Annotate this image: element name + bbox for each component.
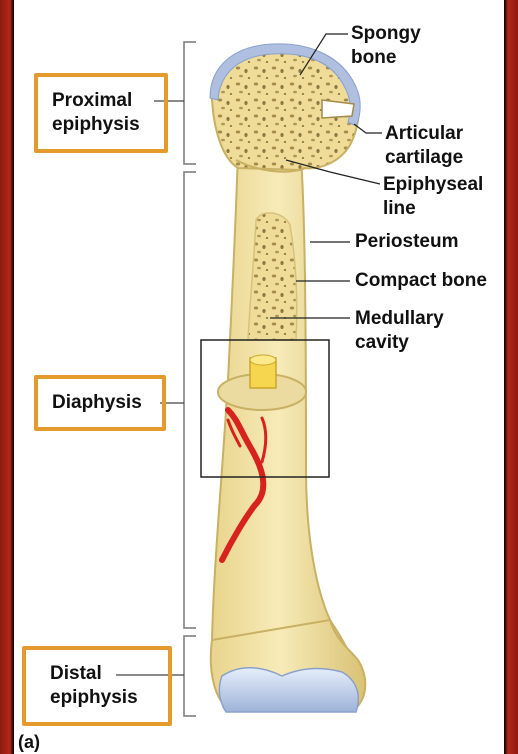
spongy-bone-label: Spongy bone bbox=[351, 23, 421, 68]
distal-cartilage bbox=[218, 667, 360, 713]
periosteum-label: Periosteum bbox=[355, 231, 459, 252]
distal-epiphysis-label: Distal epiphysis bbox=[50, 663, 138, 708]
proximal-epiphysis-label: Proximal epiphysis bbox=[52, 90, 140, 135]
panel-tag: (a) bbox=[18, 732, 40, 752]
epiphyseal-line bbox=[235, 159, 307, 173]
head-notch bbox=[321, 99, 355, 119]
bracket-distal bbox=[183, 635, 196, 717]
magnification-frame bbox=[200, 339, 330, 478]
bracket-diaphysis bbox=[183, 171, 196, 629]
nutrient-vessel bbox=[219, 407, 267, 563]
diaphysis-box: Diaphysis bbox=[34, 375, 166, 431]
diaphysis-label: Diaphysis bbox=[52, 392, 142, 413]
articular-cartilage-label: Articular cartilage bbox=[385, 123, 464, 168]
proximal-epiphysis-box: Proximal epiphysis bbox=[34, 73, 168, 153]
bracket-proximal bbox=[183, 41, 196, 165]
compact-bone-label: Compact bone bbox=[355, 270, 487, 291]
medullary-cavity-label: Medullary cavity bbox=[355, 308, 444, 353]
distal-epiphysis-box: Distal epiphysis bbox=[22, 646, 172, 726]
epiphyseal-line-label: Epiphyseal line bbox=[383, 174, 484, 219]
medullary-cavity bbox=[247, 212, 298, 341]
